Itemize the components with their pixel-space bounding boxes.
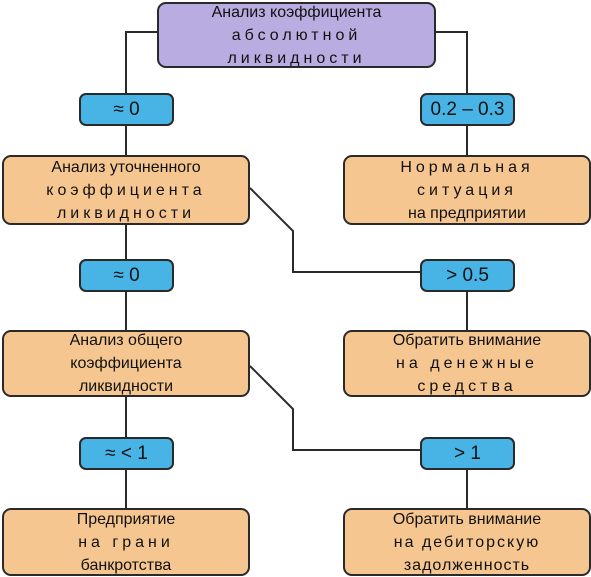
refined-line-1: Анализ уточненного — [51, 158, 201, 176]
badge-root-left: ≈ 0 — [79, 93, 174, 126]
badge-general-right: > 1 — [420, 437, 515, 470]
receivables-node: Обратить внимание на дебиторскую задолже… — [343, 508, 591, 576]
normal-line-1: Нормальная — [400, 158, 534, 176]
cash-line-3: средства — [417, 378, 517, 395]
normal-line-3: на предприятии — [408, 204, 526, 222]
root-line-3: ликвидности — [227, 49, 366, 67]
bankruptcy-node: Предприятие на грани банкротства — [2, 508, 250, 576]
general-line-1: Анализ общего — [69, 332, 183, 349]
refined-line-2: коэффициента — [46, 181, 206, 199]
normal-node: Нормальная ситуация на предприятии — [343, 155, 591, 225]
cash-node: Обратить внимание на денежные средства — [343, 330, 591, 397]
refined-node: Анализ уточненного коэффициента ликвидно… — [2, 155, 250, 225]
badge-general-down: ≈ < 1 — [79, 437, 174, 470]
normal-line-2: ситуация — [417, 181, 517, 199]
badge-refined-right: > 0.5 — [420, 259, 515, 292]
bankruptcy-line-1: Предприятие — [76, 510, 176, 528]
general-node: Анализ общего коэффициента ликвидности — [2, 330, 250, 397]
receivables-line-1: Обратить внимание — [392, 510, 542, 528]
general-line-2: коэффициента — [70, 355, 182, 372]
root-line-1: Анализ коэффициента — [211, 3, 382, 21]
root-line-2: абсолютной — [231, 26, 362, 44]
refined-line-3: ликвидности — [56, 204, 196, 222]
receivables-line-3: задолженность — [403, 556, 531, 574]
receivables-line-2: на дебиторскую — [393, 533, 541, 551]
bankruptcy-line-3: банкротства — [80, 556, 172, 574]
badge-refined-down: ≈ 0 — [79, 259, 174, 292]
root-node: Анализ коэффициента абсолютной ликвиднос… — [157, 2, 436, 68]
cash-line-1: Обратить внимание — [392, 332, 542, 349]
cash-line-2: на денежные — [396, 355, 538, 372]
general-line-3: ликвидности — [78, 378, 174, 395]
badge-root-right: 0.2 – 0.3 — [420, 93, 515, 126]
bankruptcy-line-2: на грани — [78, 533, 174, 551]
